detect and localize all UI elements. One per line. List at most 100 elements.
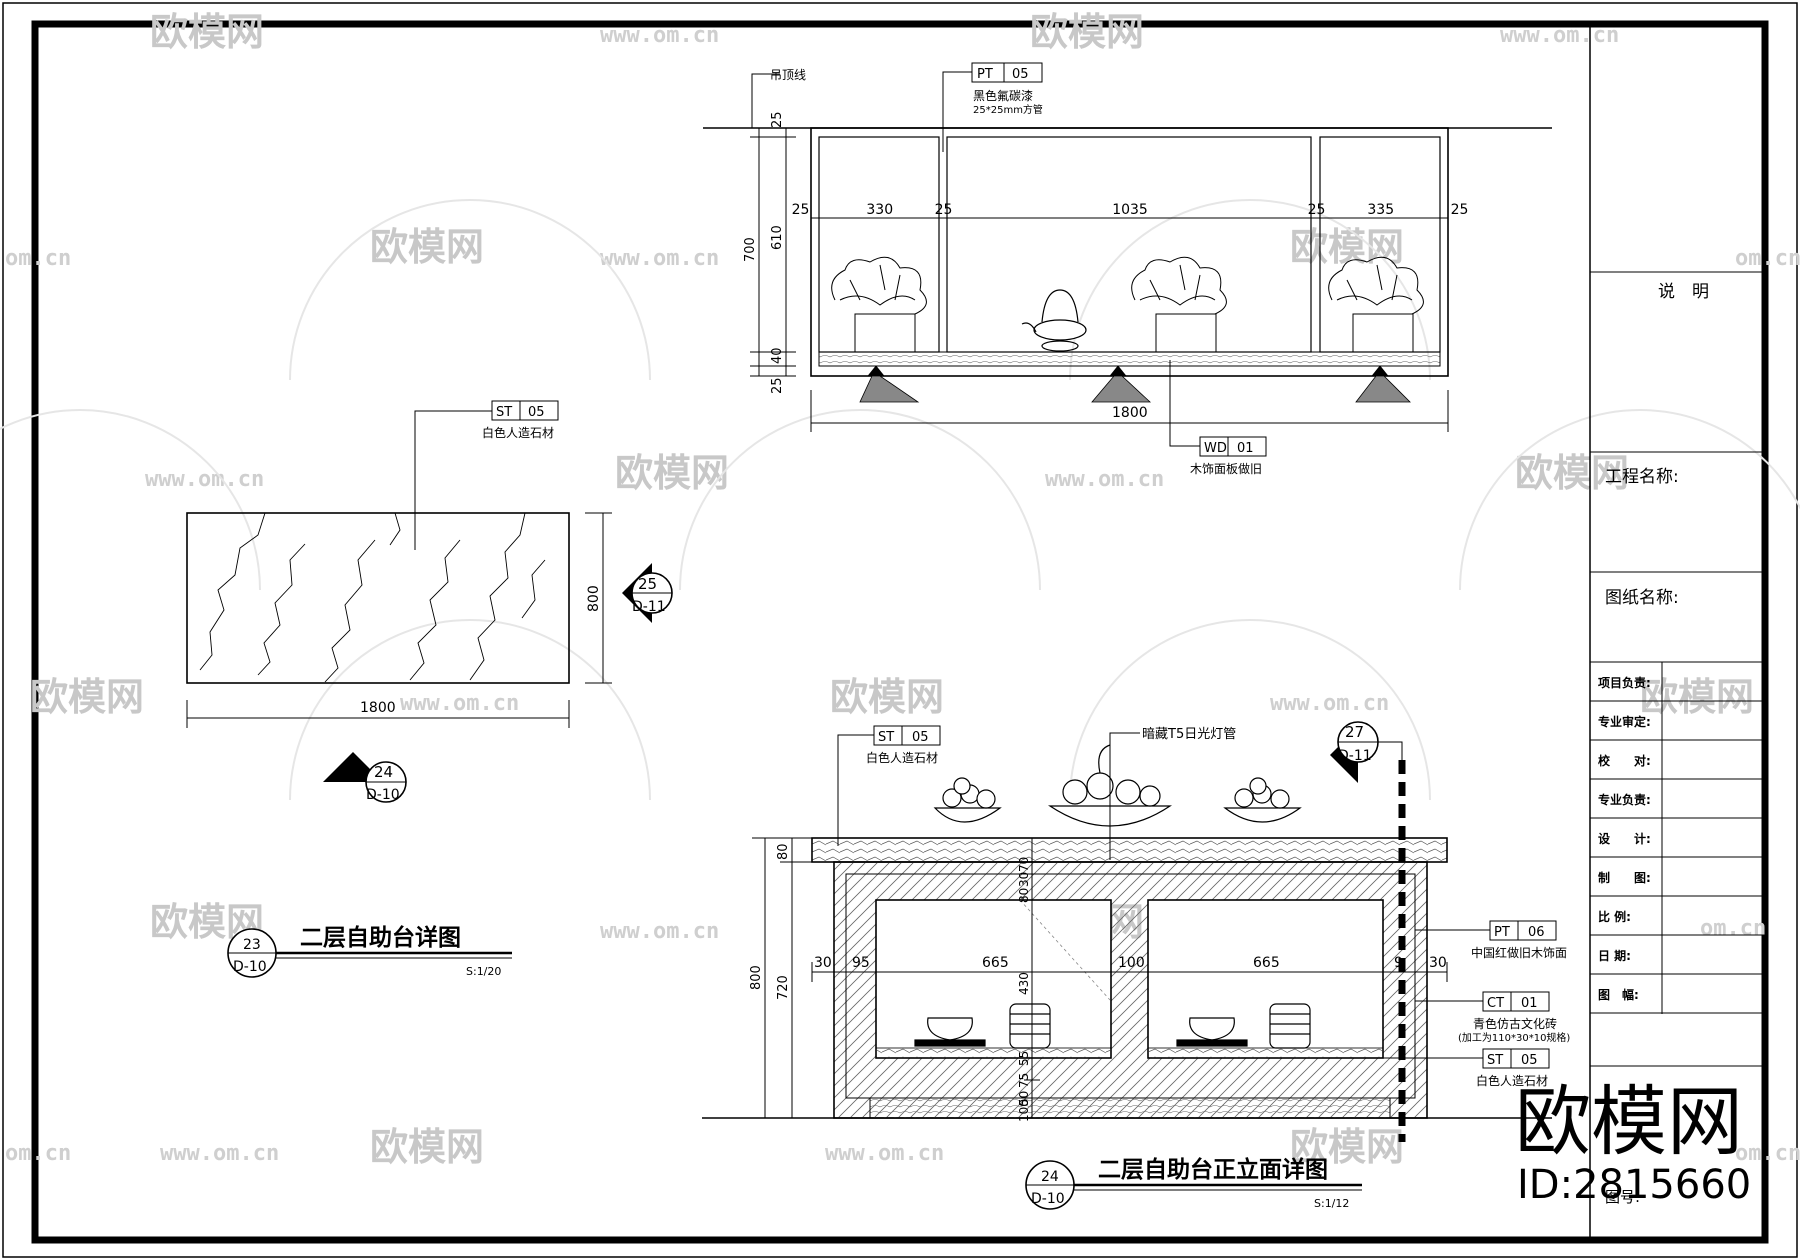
callout-25-sheet: D-11 bbox=[632, 599, 666, 615]
lower-dim-80: 80 bbox=[776, 843, 791, 860]
watermark-arc bbox=[1459, 409, 1800, 591]
lower-vert-dim: 100 bbox=[1017, 1099, 1031, 1122]
teapot-icon bbox=[1021, 289, 1087, 352]
watermark-arc bbox=[289, 199, 651, 381]
st05b-tag-code: ST bbox=[1487, 1053, 1503, 1068]
title-block-row-label: 专业审定: bbox=[1598, 714, 1651, 729]
lower-stone-tag-num: 05 bbox=[912, 730, 929, 745]
section-callout-27: 27 D-11 bbox=[1330, 721, 1403, 783]
watermark-url-short: om.cn bbox=[5, 1141, 71, 1166]
paint-tag-desc2: 25*25mm方管 bbox=[973, 103, 1043, 116]
lower-vert-dim: 80 bbox=[1017, 888, 1031, 903]
plan-tag-num: 05 bbox=[528, 405, 545, 420]
id-text: ID:2815660 bbox=[1517, 1162, 1751, 1208]
title-block-row-label: 图 幅: bbox=[1598, 987, 1639, 1002]
section-mark-24: 24 D-10 bbox=[323, 752, 407, 803]
watermark-brand: 欧模网 bbox=[1640, 675, 1754, 719]
id-stamp: 欧模网 ID:2815660 bbox=[1515, 1077, 1751, 1208]
watermark-brand: 欧模网 bbox=[370, 225, 484, 269]
title-block-row-label: 校 对: bbox=[1598, 753, 1651, 768]
plan-scale: S:1/20 bbox=[466, 965, 501, 978]
watermark-arc bbox=[0, 409, 261, 591]
upper-left-dim: 25 bbox=[770, 111, 785, 128]
lower-mid-dim: 30 bbox=[1429, 955, 1447, 971]
wood-tag-code: WD bbox=[1204, 441, 1227, 456]
plan-width-dim: 1800 bbox=[360, 700, 396, 716]
fruit-bowl-icons bbox=[933, 744, 1302, 827]
pt06-tag-desc: 中国红做旧木饰面 bbox=[1471, 945, 1567, 960]
upper-top-dim: 25 bbox=[1308, 202, 1326, 218]
watermark-brand: 欧模网 bbox=[1515, 451, 1629, 495]
upper-left-dim: 700 bbox=[743, 237, 758, 262]
section-callout-25: 25 D-11 bbox=[622, 563, 673, 623]
lower-title-sheet: D-10 bbox=[1031, 1191, 1065, 1207]
lower-vert-dim: 30 bbox=[1017, 872, 1031, 887]
watermark-brand: 欧模网 bbox=[1290, 1125, 1404, 1169]
watermark-url: www.om.cn bbox=[600, 246, 719, 271]
ct01-tag-num: 01 bbox=[1521, 996, 1538, 1011]
pt06-tag-num: 06 bbox=[1528, 925, 1545, 940]
upper-left-dim: 610 bbox=[770, 225, 785, 250]
title-block-row-label: 设 计: bbox=[1598, 831, 1651, 846]
lower-stone-tag-desc: 白色人造石材 bbox=[866, 750, 938, 765]
st05b-tag-desc: 白色人造石材 bbox=[1476, 1073, 1548, 1088]
paint-tag-desc: 黑色氟碳漆 bbox=[973, 89, 1033, 103]
title-block-rows: 项目负责:专业审定:校 对:专业负责:设 计:制 图:比 例:日 期:图 幅: bbox=[1590, 675, 1765, 1014]
watermark-url: www.om.cn bbox=[600, 23, 719, 48]
lower-mid-dim: 665 bbox=[1253, 955, 1280, 971]
ceiling-label: 吊顶线 bbox=[770, 68, 806, 82]
marble-veins bbox=[199, 512, 546, 683]
wood-tag-num: 01 bbox=[1237, 441, 1254, 456]
upper-top-dim: 335 bbox=[1367, 202, 1394, 218]
notes-heading: 说 明 bbox=[1658, 282, 1709, 302]
watermark-url-short: om.cn bbox=[1735, 1141, 1800, 1166]
watermark-url: www.om.cn bbox=[825, 1141, 944, 1166]
watermark-url: www.om.cn bbox=[1500, 23, 1619, 48]
bowl-icons bbox=[914, 1003, 1311, 1049]
lower-stone-tag-code: ST bbox=[878, 730, 894, 745]
brand-stamp: 欧模网 bbox=[1515, 1077, 1743, 1166]
watermark-layer: 欧模网欧模网欧模网欧模网欧模网欧模网欧模网欧模网欧模网欧模网欧模网欧模网欧模网w… bbox=[0, 10, 1800, 1169]
lower-elevation: ST 05 白色人造石材 暗藏T5日光灯管 27 D-11 PT 06 中国红做… bbox=[702, 721, 1570, 1210]
shelf-lights bbox=[859, 365, 1411, 403]
watermark-url: www.om.cn bbox=[600, 919, 719, 944]
upper-top-dim: 330 bbox=[866, 202, 893, 218]
title-block-row-label: 比 例: bbox=[1598, 909, 1631, 924]
lower-vert-dim: 50 bbox=[1017, 1091, 1031, 1106]
upper-left-dim: 25 bbox=[770, 377, 785, 394]
watermark-url-short: om.cn bbox=[1735, 246, 1800, 271]
watermark-url: www.om.cn bbox=[1045, 467, 1164, 492]
lower-mid-dim: 665 bbox=[982, 955, 1009, 971]
plan-view: ST 05 白色人造石材 1800 800 25 D-11 24 D-10 bbox=[186, 400, 673, 978]
watermark-url: www.om.cn bbox=[400, 691, 519, 716]
watermark-url: www.om.cn bbox=[160, 1141, 279, 1166]
pt06-tag-code: PT bbox=[1494, 925, 1510, 940]
plan-depth-dim: 800 bbox=[586, 585, 602, 612]
plan-title-sheet: D-10 bbox=[233, 959, 267, 975]
upper-width-dim: 1800 bbox=[1112, 405, 1148, 421]
watermark-arc bbox=[289, 619, 651, 801]
title-block: 说 明 工程名称: 图纸名称: 项目负责:专业审定:校 对:专业负责:设 计:制… bbox=[1589, 24, 1765, 1240]
watermark-url: www.om.cn bbox=[145, 467, 264, 492]
upper-top-dim: 25 bbox=[792, 202, 810, 218]
lower-vert-dim: 430 bbox=[1017, 972, 1031, 995]
lower-mid-dim: 95 bbox=[852, 955, 870, 971]
ct01-tag-desc: 青色仿古文化砖 bbox=[1473, 1016, 1557, 1031]
watermark-url: www.om.cn bbox=[1270, 691, 1389, 716]
countertop-plan bbox=[186, 512, 570, 684]
lower-vert-dim: 55 bbox=[1017, 1051, 1031, 1066]
watermark-url-short: om.cn bbox=[5, 246, 71, 271]
ct01-tag-code: CT bbox=[1487, 996, 1504, 1011]
plan-tag-code: ST bbox=[496, 405, 512, 420]
upper-elevation: 吊顶线 bbox=[703, 62, 1552, 476]
watermark-brand: 欧模网 bbox=[150, 10, 264, 54]
callout-27-sheet: D-11 bbox=[1338, 748, 1372, 764]
lower-dim-720: 720 bbox=[776, 975, 791, 1000]
plan-title-group: 23 D-10 二层自助台详图 S:1/20 bbox=[227, 924, 512, 978]
inner-border bbox=[31, 20, 1769, 1244]
mark-24-sheet: D-10 bbox=[366, 787, 400, 803]
